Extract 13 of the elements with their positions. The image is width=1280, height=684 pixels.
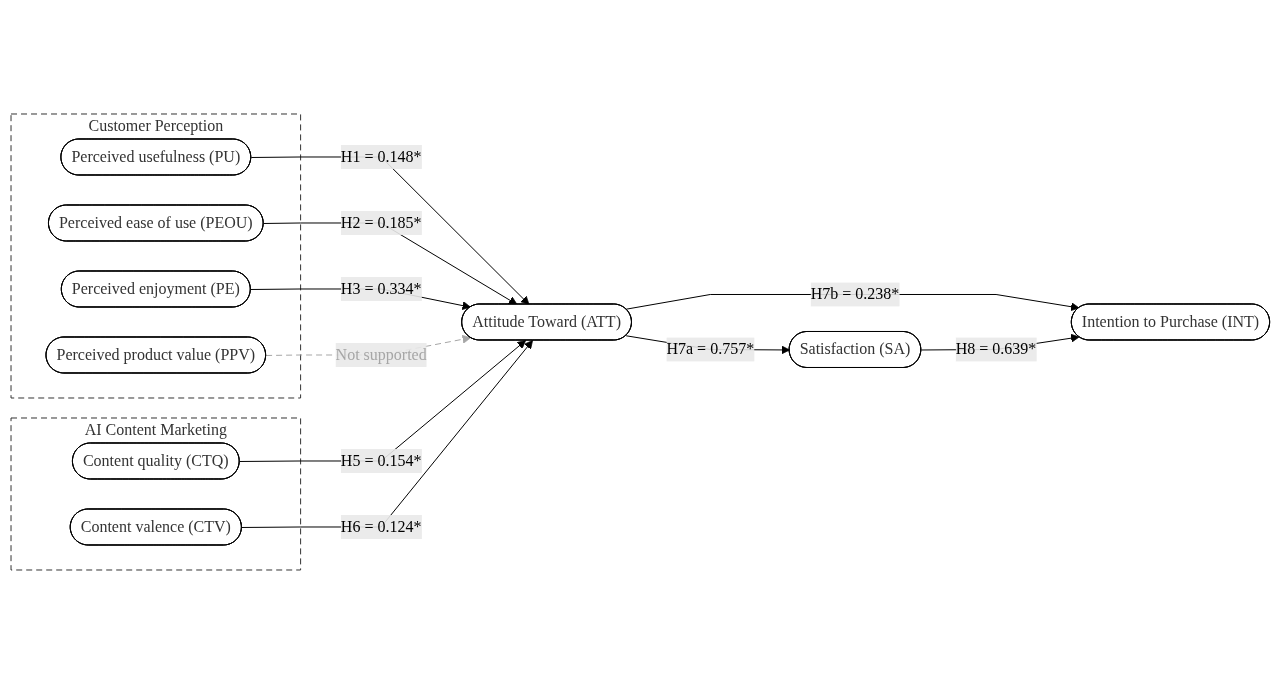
arrow bbox=[241, 340, 533, 528]
edge-label: H1 = 0.148* bbox=[340, 148, 422, 165]
edge-label: H3 = 0.334* bbox=[340, 279, 422, 297]
edge-label: H2 = 0.185* bbox=[340, 214, 422, 231]
edge-label: H5 = 0.154* bbox=[340, 451, 422, 469]
edge-label: H7b = 0.238* bbox=[810, 285, 899, 303]
arrow bbox=[238, 340, 526, 462]
arrow bbox=[250, 156, 530, 305]
edge-label: Not supported bbox=[335, 345, 427, 363]
edge-label: H7a = 0.757* bbox=[666, 340, 754, 358]
edge-label: H8 = 0.639* bbox=[955, 340, 1037, 358]
edge-label: H6 = 0.124* bbox=[340, 517, 422, 535]
arrow bbox=[262, 222, 518, 305]
